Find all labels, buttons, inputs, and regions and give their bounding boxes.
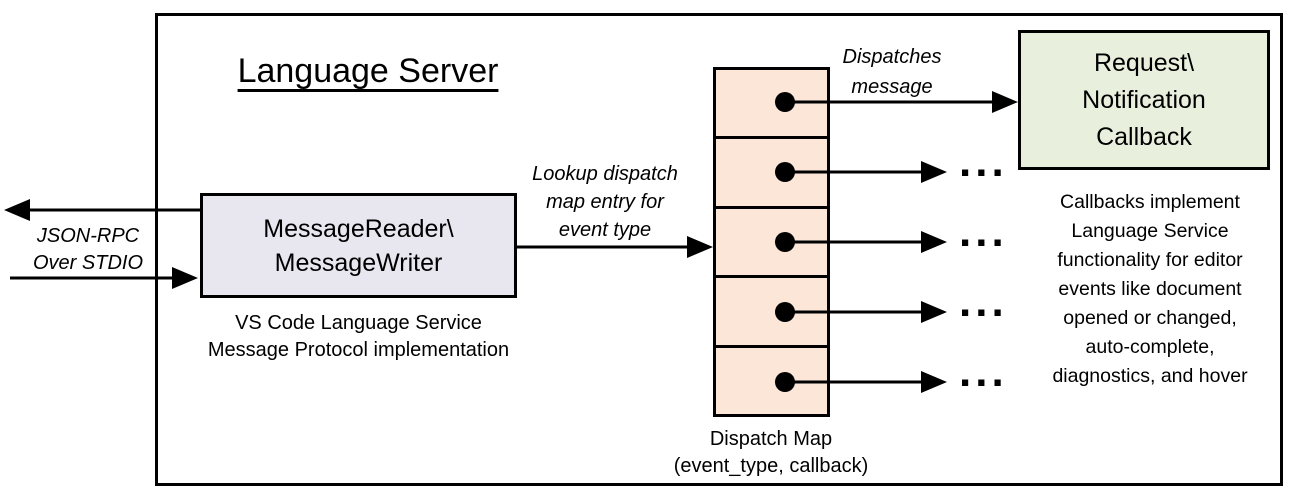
message-reader-writer-box: MessageReader\ MessageWriter	[200, 193, 517, 298]
callbacks-note-line: functionality for editor	[1057, 249, 1243, 271]
request-notification-callback-box: Request\ Notification Callback	[1018, 30, 1270, 170]
dispatch-map-cell	[716, 139, 827, 209]
dispatch-map-table	[713, 67, 830, 417]
message-box-line-2: MessageWriter	[274, 248, 443, 277]
dispatch-map-cell	[716, 348, 827, 414]
dispatch-map-cell	[716, 278, 827, 348]
lookup-label-line-1: Lookup dispatch	[532, 163, 678, 185]
dispatches-label-line-2: message	[851, 76, 933, 98]
dispatches-message-label: Dispatches message	[812, 42, 972, 102]
message-caption-line-2: Message Protocol implementation	[207, 339, 510, 361]
callbacks-note-line: events like document	[1058, 278, 1242, 300]
message-caption-line-1: VS Code Language Service	[235, 312, 482, 334]
json-rpc-stdio-label: JSON-RPC Over STDIO	[8, 223, 168, 277]
stdio-label-line-2: Over STDIO	[32, 252, 143, 274]
dispatch-map-cell	[716, 70, 827, 140]
callbacks-note-line: Language Service	[1071, 220, 1229, 242]
ellipsis-4: ...	[959, 277, 1008, 326]
callbacks-note-line: Callbacks implement	[1060, 191, 1240, 213]
callbacks-note: Callbacks implement Language Service fun…	[1022, 188, 1278, 391]
dispatches-label-line-1: Dispatches	[842, 46, 942, 68]
callbacks-note-line: opened or changed,	[1063, 307, 1237, 329]
dispatch-caption-line-1: Dispatch Map	[709, 428, 833, 450]
ellipsis-2: ...	[959, 137, 1008, 186]
message-box-caption: VS Code Language Service Message Protoco…	[200, 310, 517, 364]
callbacks-note-line: diagnostics, and hover	[1052, 365, 1248, 387]
callback-box-line-3: Callback	[1096, 122, 1192, 151]
dispatch-caption-line-2: (event_type, callback)	[673, 455, 869, 477]
ellipsis-5: ...	[959, 347, 1008, 396]
dispatch-map-caption: Dispatch Map (event_type, callback)	[646, 426, 896, 480]
lookup-dispatch-label: Lookup dispatch map entry for event type	[512, 160, 698, 244]
callbacks-note-line: auto-complete,	[1085, 336, 1215, 358]
message-box-line-1: MessageReader\	[263, 214, 454, 243]
lookup-label-line-2: map entry for	[546, 191, 664, 213]
stdio-label-line-1: JSON-RPC	[36, 225, 140, 247]
lookup-label-line-3: event type	[558, 219, 652, 241]
dispatch-map-cell	[716, 209, 827, 279]
ellipsis-3: ...	[959, 207, 1008, 256]
callback-box-line-2: Notification	[1082, 85, 1206, 114]
diagram-title: Language Server	[237, 52, 499, 90]
callback-box-line-1: Request\	[1093, 48, 1195, 77]
